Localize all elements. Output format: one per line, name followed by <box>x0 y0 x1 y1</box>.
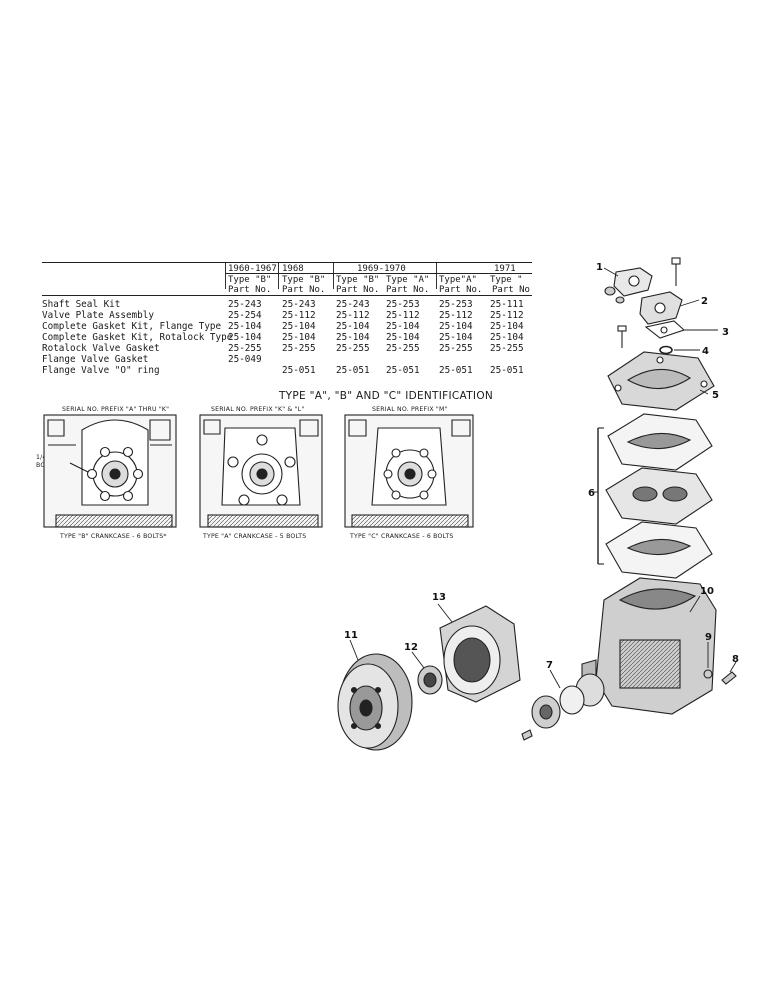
part-number-cell: 25-112 <box>336 310 370 321</box>
callout-13: 13 <box>432 592 446 603</box>
partno-header: Part No. <box>228 285 272 295</box>
part-number-cell: 25-104 <box>336 321 370 332</box>
year-header: 1969-1970 <box>357 264 406 274</box>
year-header: 1960-1967 <box>228 264 277 274</box>
identification-title: TYPE "A", "B" AND "C" IDENTIFICATION <box>278 390 494 402</box>
callout-2: 2 <box>701 296 708 307</box>
part-number-cell: 25-112 <box>439 310 473 321</box>
part-name: Flange Valve Gasket <box>42 354 149 365</box>
callout-5: 5 <box>712 390 719 401</box>
callout-labels: 1 2 3 4 5 6 7 8 9 10 11 12 13 <box>344 262 739 671</box>
callout-7: 7 <box>546 660 553 671</box>
callout-8: 8 <box>732 654 739 665</box>
part-number-cell: 25-051 <box>336 365 370 376</box>
part-number-cell: 25-051 <box>490 365 524 376</box>
part-number-cell: 25-049 <box>228 354 262 365</box>
type-header: Type "A" <box>386 275 430 285</box>
type-header: Type " <box>490 275 523 285</box>
type-header: Type "B" <box>228 275 272 285</box>
part-number-cell: 25-112 <box>282 310 316 321</box>
part-number-cell: 25-243 <box>282 299 316 310</box>
partno-header: Part No. <box>336 285 380 295</box>
part-number-cell: 25-104 <box>282 321 316 332</box>
part-number-cell: 25-112 <box>386 310 420 321</box>
serial-prefix-label: SERIAL NO. PREFIX "M" <box>372 406 448 413</box>
part-name: Complete Gasket Kit, Flange Type <box>42 321 222 332</box>
serial-prefix-label: SERIAL NO. PREFIX "A" THRU "K" <box>62 406 170 413</box>
callout-11: 11 <box>344 630 358 641</box>
part-number-cell: 25-104 <box>228 321 262 332</box>
crankcase-type-c-drawing <box>344 414 474 528</box>
crankcase-type-a-drawing <box>199 414 323 528</box>
part-number-cell: 25-111 <box>490 299 524 310</box>
part-number-cell: 25-104 <box>282 332 316 343</box>
part-number-cell: 25-255 <box>282 343 316 354</box>
part-number-cell: 25-104 <box>490 332 524 343</box>
part-number-cell: 25-255 <box>228 343 262 354</box>
year-header: 1971 <box>494 264 516 274</box>
callout-6: 6 <box>588 488 595 499</box>
crankcase-caption: TYPE "C" CRANKCASE - 6 BOLTS <box>350 533 454 540</box>
part-number-cell: 25-112 <box>490 310 524 321</box>
callout-10: 10 <box>700 586 714 597</box>
part-number-cell: 25-104 <box>386 332 420 343</box>
type-header: Type "B" <box>282 275 326 285</box>
type-header: Type"A" <box>439 275 477 285</box>
part-number-cell: 25-104 <box>386 321 420 332</box>
part-number-cell: 25-051 <box>386 365 420 376</box>
part-number-cell: 25-255 <box>386 343 420 354</box>
part-number-cell: 25-104 <box>490 321 524 332</box>
part-number-cell: 25-255 <box>336 343 370 354</box>
callout-12: 12 <box>404 642 418 653</box>
crankcase-caption: TYPE "A" CRANKCASE - 5 BOLTS <box>203 533 307 540</box>
part-number-cell: 25-255 <box>490 343 524 354</box>
part-number-cell: 25-253 <box>386 299 420 310</box>
exploded-compressor-drawing <box>337 257 737 751</box>
year-header: 1968 <box>282 264 304 274</box>
part-name: Valve Plate Assembly <box>42 310 154 321</box>
part-number-cell: 25-051 <box>282 365 316 376</box>
part-number-cell: 25-243 <box>336 299 370 310</box>
serial-prefix-label: SERIAL NO. PREFIX "K" & "L" <box>211 406 305 413</box>
part-number-cell: 25-243 <box>228 299 262 310</box>
part-number-cell: 25-104 <box>228 332 262 343</box>
partno-header: Part No. <box>386 285 430 295</box>
partno-header: Part No. <box>439 285 483 295</box>
part-number-cell: 25-104 <box>439 332 473 343</box>
part-number-cell: 25-051 <box>439 365 473 376</box>
callout-3: 3 <box>722 327 729 338</box>
crankcase-type-b-drawing <box>43 414 177 528</box>
callout-1: 1 <box>596 262 603 273</box>
type-header: Type "B" <box>336 275 380 285</box>
callout-9: 9 <box>705 632 712 643</box>
partno-header: Part No. <box>282 285 326 295</box>
callout-4: 4 <box>702 346 709 357</box>
part-name: Rotalock Valve Gasket <box>42 343 160 354</box>
part-number-cell: 25-254 <box>228 310 262 321</box>
part-number-cell: 25-104 <box>336 332 370 343</box>
part-name: Complete Gasket Kit, Rotalock Type <box>42 332 233 343</box>
partno-header: Part No <box>492 285 530 295</box>
part-name: Flange Valve "O" ring <box>42 365 160 376</box>
part-name: Shaft Seal Kit <box>42 299 121 310</box>
part-number-cell: 25-255 <box>439 343 473 354</box>
part-number-cell: 25-104 <box>439 321 473 332</box>
part-number-cell: 25-253 <box>439 299 473 310</box>
crankcase-caption: TYPE "B" CRANKCASE - 6 BOLTS* <box>60 533 167 540</box>
